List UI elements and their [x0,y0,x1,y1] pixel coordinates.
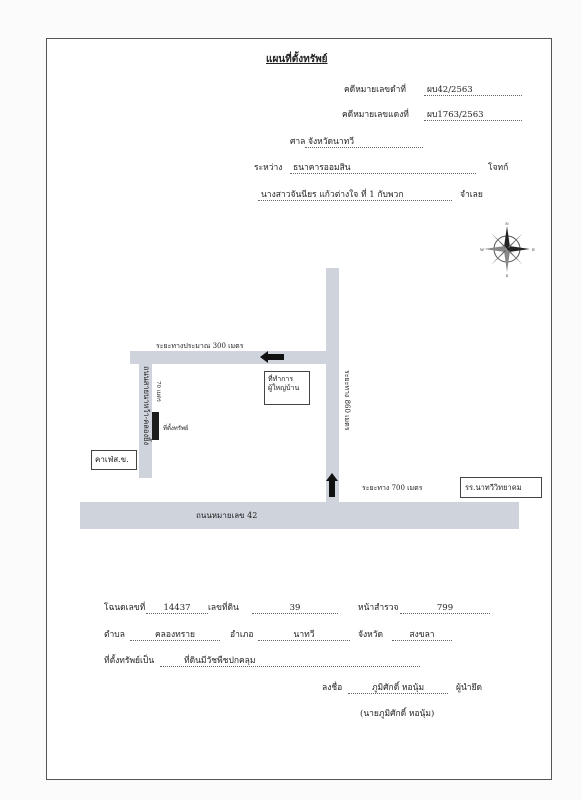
top-horizontal-road [130,351,339,364]
right-road-distance-label: ระยะทาง 860 เมตร [343,370,351,431]
top-road-distance-label: ระยะทางประมาณ 300 เมตร [156,342,244,350]
black-case-label: คดีหมายเลขดำที่ [344,85,406,95]
compass-rose-icon: N S W E [480,221,535,278]
red-case-label: คดีหมายเลขแดงที่ [342,110,409,120]
province-value: สงขลา [392,630,452,641]
school-box: รร.นาทวีวิทยาคม [460,477,542,498]
signer-role: ผู้นำยึด [456,683,483,693]
property-type-label: ที่ตั้งทรัพย์เป็น [104,656,155,666]
main-road-label: ถนนหมายเลข 42 [196,511,258,520]
black-case-value: ผบ42/2563 [424,85,522,96]
deed-value: 14437 [146,603,208,614]
distance-70-label: 70 เมตร [155,381,161,402]
main-road [80,502,519,529]
property-type-value: ที่ดินมีวัชพืชปกคลุม [160,656,420,667]
district-label: อำเภอ [230,630,254,640]
left-vertical-road [139,364,152,478]
bottom-distance-label: ระยะทาง 700 เมตร [362,484,423,492]
parcel-label: เลขที่ดิน [208,603,239,613]
arrow-left-icon [260,351,284,363]
signer-name: ภูมิศักดิ์ หอนุ้ม [348,683,448,694]
black-case-value-field: ผบ42/2563 [424,85,522,96]
defendant-value: นางสาวจันนียร แก้วต่างใจ ที่ 1 กับพวก [258,190,452,201]
svg-text:S: S [506,273,509,278]
court-value-field: จังหวัดนาทวี [305,137,423,148]
arrow-up-icon [326,473,338,497]
right-vertical-road [326,268,339,504]
red-case-value: ผบ1763/2563 [424,110,522,121]
property-marker [152,412,159,440]
between-label: ระหว่าง [254,163,283,173]
plaintiff-value: ธนาคารออมสิน [290,163,476,174]
plaintiff-field: ธนาคารออมสิน [290,163,476,174]
svg-text:W: W [480,247,485,252]
sign-label: ลงชื่อ [322,683,343,693]
printed-name: (นายภูมิศักดิ์ หอนุ้ม) [360,709,435,719]
subdistrict-label: ตำบล [104,630,125,640]
survey-label: หน้าสำรวจ [358,603,399,613]
deed-label: โฉนดเลขที่ [104,603,146,613]
plaintiff-suffix: โจทก์ [488,163,509,173]
parcel-value: 39 [252,603,338,614]
document-title: แผนที่ตั้งทรัพย์ [266,54,328,65]
defendant-field: นางสาวจันนียร แก้วต่างใจ ที่ 1 กับพวก [258,190,452,201]
defendant-suffix: จำเลย [460,190,483,200]
district-value: นาทวี [258,630,350,641]
property-label: ที่ตั้งทรัพย์ [163,425,189,432]
survey-value: 799 [400,603,490,614]
left-road-label: ถนนสายนาหว้า-คลองยิ้ง [142,366,151,446]
court-value: จังหวัดนาทวี [305,137,423,148]
province-label: จังหวัด [358,630,384,640]
document-sheet [46,38,552,780]
svg-text:E: E [532,247,535,252]
village-office-box: ที่ทำการ ผู้ใหญ่บ้าน [264,371,310,405]
subdistrict-value: คลองทราย [130,630,220,641]
court-label: ศาล [290,137,306,147]
red-case-value-field: ผบ1763/2563 [424,110,522,121]
cafe-box: คาเฟ่ส.ข. [91,450,137,470]
svg-text:N: N [505,221,509,226]
